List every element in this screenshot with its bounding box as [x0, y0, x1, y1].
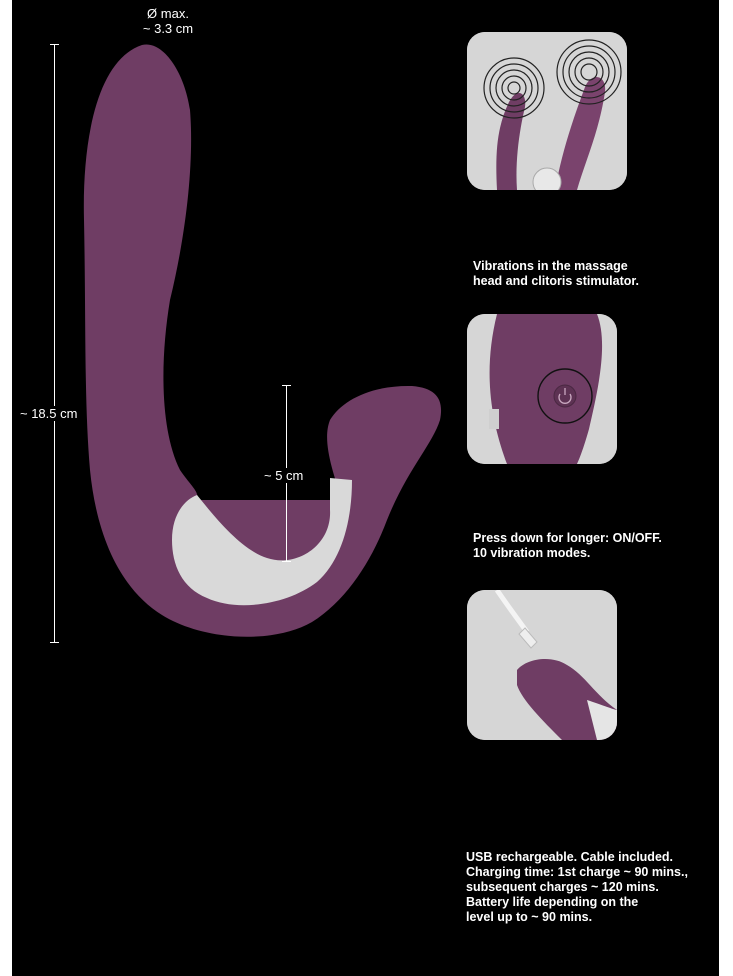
button-caption: Press down for longer: ON/OFF. 10 vibrat…: [473, 531, 662, 560]
power-button-icon: [467, 314, 617, 464]
saddle-insert: [172, 478, 352, 606]
usb-thumbnail: [467, 590, 617, 740]
vibration-rings-icon: [467, 32, 627, 190]
length-dimension-cap-bottom: [50, 642, 59, 643]
length-dimension-line: [54, 44, 55, 642]
button-thumbnail: [467, 314, 617, 464]
product-body: [83, 44, 442, 637]
gap-dimension-cap-top: [282, 385, 291, 386]
vibration-caption: Vibrations in the massage head and clito…: [473, 259, 640, 288]
length-dimension-cap-top: [50, 44, 59, 45]
product-silhouette: [83, 44, 442, 637]
gap-label: ~ 5 cm: [262, 468, 306, 483]
usb-cable-icon: [467, 590, 617, 740]
diameter-label-line1: Ø max.: [147, 6, 189, 21]
product-infographic: Ø max. ~ 3.3 cm ~ 18.5 cm ~ 5 cm Vibrati…: [12, 0, 719, 976]
diameter-label-line2: ~ 3.3 cm: [142, 21, 194, 36]
vibration-thumbnail: [467, 32, 627, 190]
usb-caption: USB rechargeable. Cable included. Chargi…: [466, 850, 688, 924]
diameter-label: Ø max. ~ 3.3 cm: [126, 6, 210, 36]
gap-dimension-cap-bottom: [282, 561, 291, 562]
length-label: ~ 18.5 cm: [18, 406, 80, 421]
